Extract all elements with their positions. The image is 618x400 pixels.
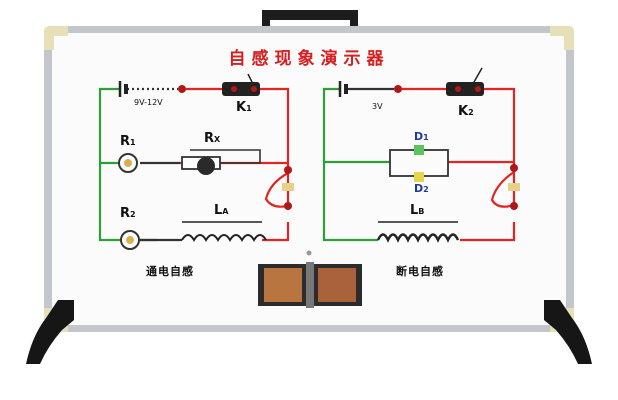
board-title: 自感现象演示器 — [228, 49, 390, 69]
carry-handle — [262, 10, 358, 30]
terminals-right — [510, 164, 518, 210]
bulb-holder — [282, 183, 294, 191]
lamp-r2 — [120, 230, 140, 250]
rheostat-rx — [181, 149, 261, 175]
switch-k2 — [446, 67, 484, 96]
r2-label: R2 — [120, 206, 136, 221]
supply-label-left: 9V-12V — [134, 98, 163, 107]
terminal — [178, 85, 186, 93]
lamp-r1 — [118, 153, 138, 173]
stand-legs — [26, 300, 592, 364]
coil-lb — [376, 233, 460, 243]
terminals-left — [284, 166, 292, 210]
switch-k1 — [222, 73, 260, 96]
lb-label: LB — [410, 203, 425, 218]
d2-label: D2 — [414, 182, 429, 195]
rx-label: RX — [204, 131, 221, 146]
terminal — [394, 85, 402, 93]
transformer-coils — [258, 262, 362, 308]
d1-label: D1 — [414, 130, 429, 143]
battery-left — [118, 81, 128, 97]
r1-label: R1 — [120, 134, 136, 149]
caption-left: 通电自感 — [146, 265, 194, 278]
bulb-holder — [508, 183, 520, 191]
supply-label-right: 3V — [372, 102, 383, 111]
screw — [306, 250, 312, 256]
switch-k2-label: K2 — [458, 104, 474, 119]
la-label: LA — [214, 203, 229, 218]
diode-bridge — [389, 145, 449, 182]
switch-k1-label: K1 — [236, 100, 252, 115]
caption-right: 断电自感 — [396, 265, 444, 278]
coil-la — [181, 234, 267, 242]
battery-right — [338, 81, 348, 97]
